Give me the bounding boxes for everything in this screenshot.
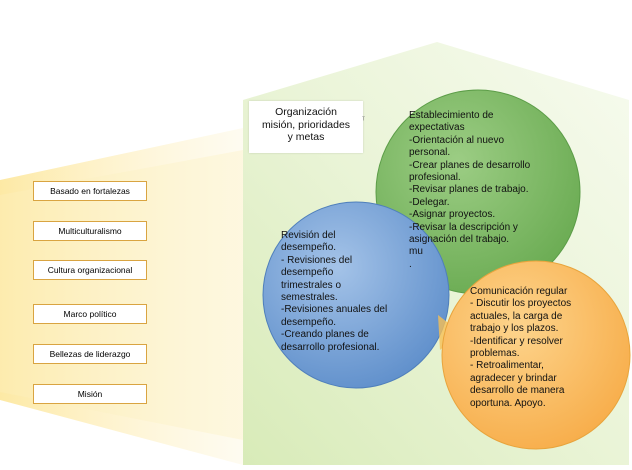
circle-top-text: Establecimiento de expectativas -Orienta…: [409, 110, 531, 270]
box-mision: Misión: [33, 384, 147, 404]
box-cultura-organizacional: Cultura organizacional: [33, 260, 147, 280]
box-multiculturalismo: Multiculturalismo: [33, 221, 147, 241]
stray-mark: ᵀ: [362, 117, 366, 124]
page-title: Organización misión, prioridades y metas: [249, 101, 363, 153]
circle-right: [441, 260, 631, 450]
circle-right-text: Comunicación regular - Discutir los proy…: [470, 286, 572, 409]
box-bellezas-de-liderazgo: Bellezas de liderazgo: [33, 344, 147, 364]
box-marco-politico: Marco político: [33, 304, 147, 324]
circle-left-text: Revisión del desempeño. - Revisiones del…: [281, 230, 388, 353]
circle-left: [262, 201, 450, 389]
box-basado-en-fortalezas: Basado en fortalezas: [33, 181, 147, 201]
light-beam: [0, 128, 243, 465]
